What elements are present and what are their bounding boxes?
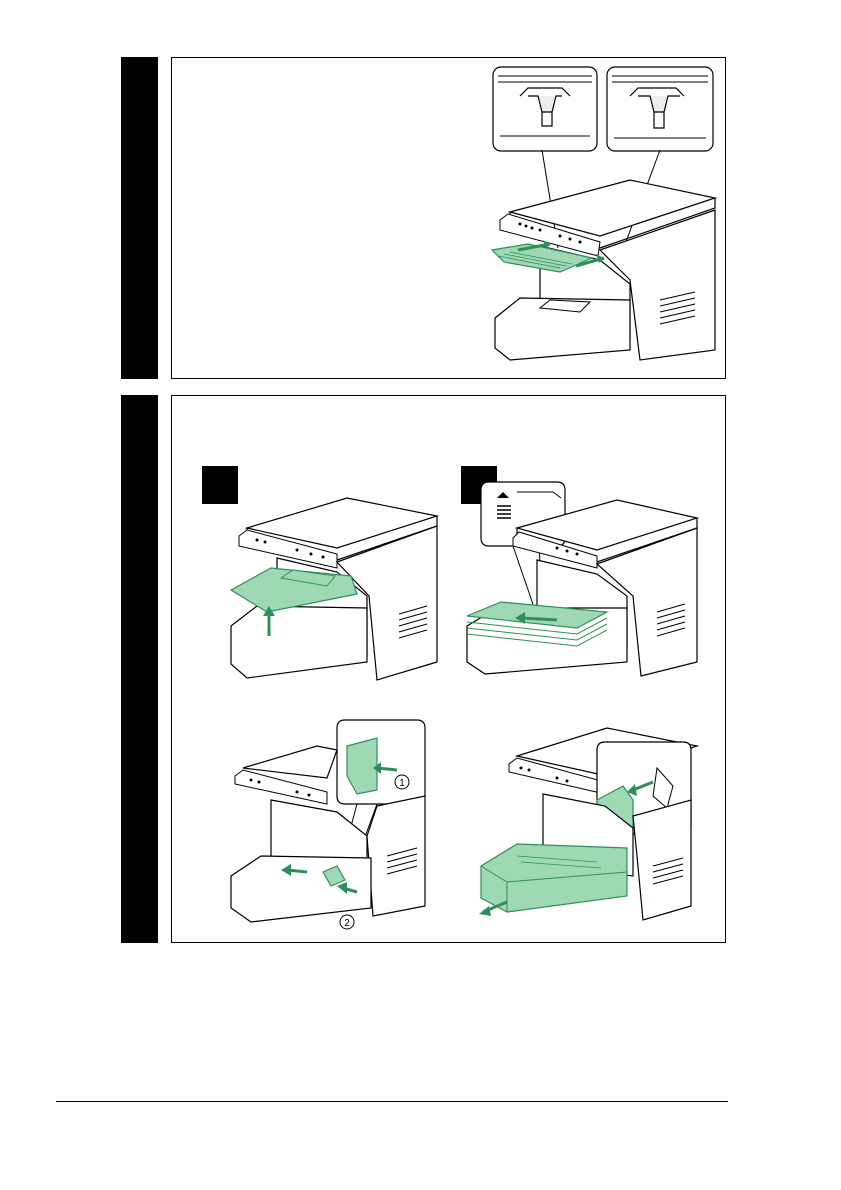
callout-number-1: 1 (399, 778, 405, 789)
printer-attach-tray-figure (480, 150, 720, 362)
callout-number-2: 2 (344, 918, 350, 929)
hook-closeup-left-figure (492, 66, 598, 152)
instruction-panel-top (171, 57, 726, 379)
instruction-panel-bottom: 1 2 (171, 395, 726, 943)
insert-cassette-figure (477, 716, 707, 936)
hook-closeup-right-figure (606, 66, 714, 152)
remove-cassette-cover-figure (227, 486, 447, 686)
adjust-paper-guide-figure: 1 2 (227, 716, 457, 936)
section-tab-bottom (121, 395, 158, 943)
footer-rule (56, 1101, 728, 1102)
section-tab-top (121, 57, 158, 379)
load-paper-figure (457, 476, 707, 686)
